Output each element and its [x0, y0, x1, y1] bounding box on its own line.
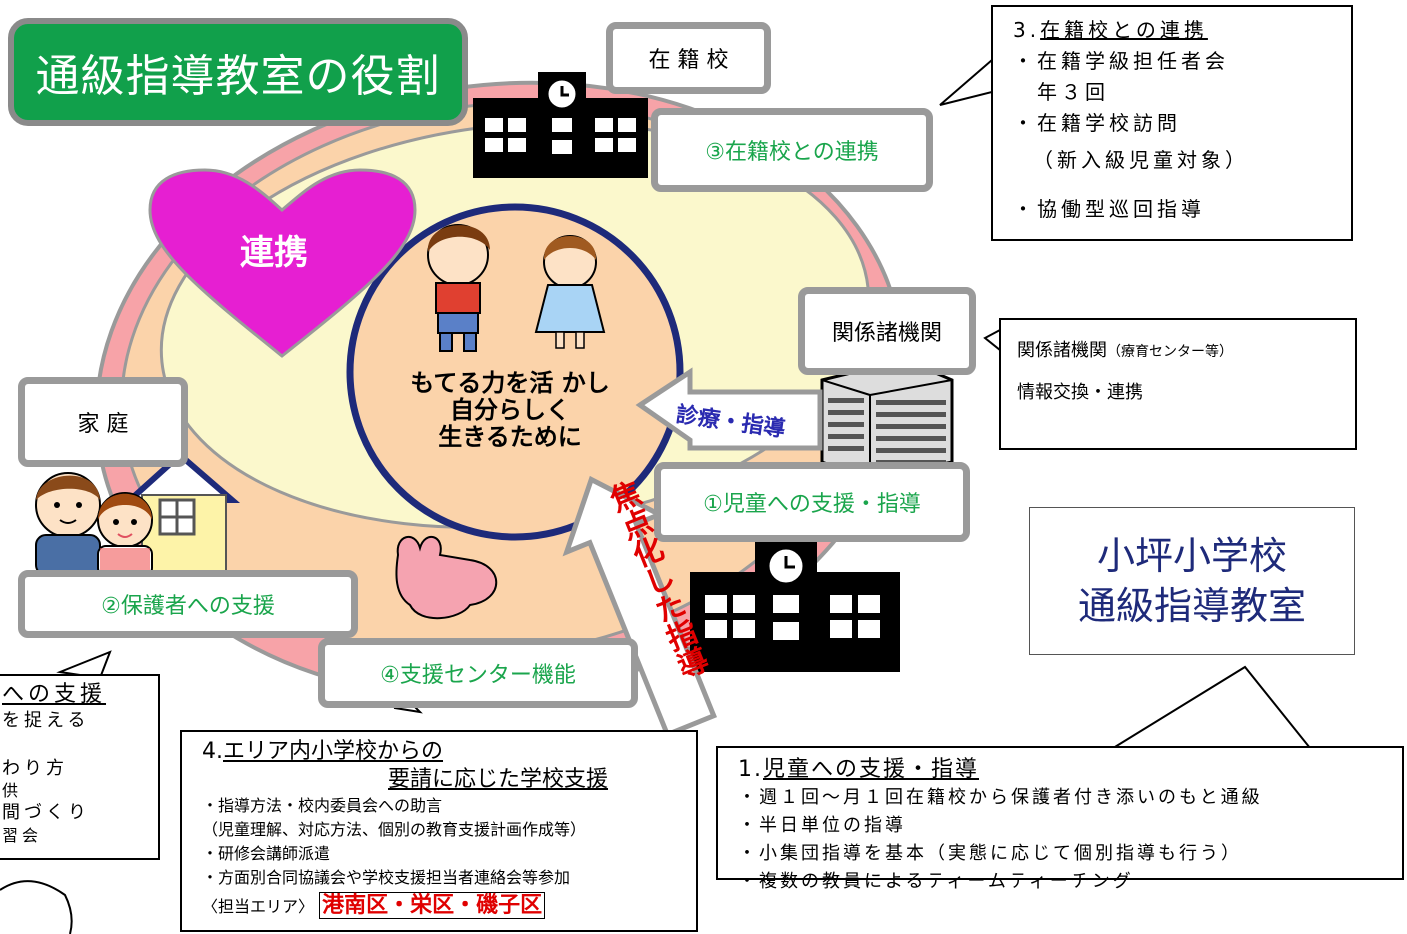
box-4-area-value: 港南区・栄区・磯子区 [319, 892, 546, 919]
center-line-1: もてる力を活 かし [410, 369, 610, 397]
hand-shape [395, 536, 498, 620]
box-1-item: ・半日単位の指導 [738, 815, 906, 836]
box-4-item: ・方面別合同協議会や学校支援担当者連絡会等参加 [202, 868, 571, 887]
box-1-heading-num: 1. [738, 757, 763, 782]
box-2-item: を捉える [2, 710, 90, 731]
label-home: 家 庭 [18, 377, 188, 467]
box-2-item: 間づくり [2, 802, 90, 823]
children-figures [427, 224, 606, 352]
box-4-area-label: 〈担当エリア〉 [202, 897, 315, 916]
bubble-tail-3 [939, 57, 993, 106]
box-4-item: ・研修会講師派遣 [202, 844, 331, 863]
house [122, 450, 241, 576]
center-circle [346, 203, 684, 541]
box-kikan-heading: 関係諸機関（療育センター等） [1017, 336, 1355, 362]
role-1-text: ①児童への支援・指導 [703, 492, 921, 517]
label-school: 在 籍 校 [606, 22, 771, 94]
box-3-heading-num: 3. [1013, 18, 1041, 42]
box-4-item: ・指導方法・校内委員会への助言 [202, 796, 443, 815]
parents-figures [35, 472, 153, 577]
school-name-box: 小坪小学校 通級指導教室 [1029, 507, 1355, 655]
center-message: もてる力を活 かし 自分らしく 生きるために [385, 370, 635, 451]
bubble-tail-kikan [983, 328, 1001, 353]
box-kikan-heading-sub: （療育センター等） [1107, 344, 1233, 360]
role-2-text: ②保護者への支援 [101, 594, 275, 619]
box-1-item: ・複数の教員によるティームティーチング [738, 871, 1134, 892]
label-home-text: 家 庭 [77, 412, 129, 437]
box-2-item: 供 [2, 781, 23, 800]
role-3-label: ③在籍校との連携 [651, 108, 933, 192]
box-3-item: ・在籍学校訪問 [1013, 111, 1181, 135]
box-1-heading: 1.児童への支援・指導 [738, 756, 1402, 784]
center-line-3: 生きるために [438, 423, 582, 451]
box-2-partial: への支援 を捉える わり方 供 間づくり 習会 [0, 674, 160, 860]
school-building-top [473, 72, 648, 178]
school-name-line-2: 通級指導教室 [1077, 584, 1306, 628]
box-3-item: （新入級児童対象） [1033, 148, 1249, 172]
box-4-heading-text-1: エリア内小学校からの [223, 739, 444, 764]
role-4-label: ④支援センター機能 [318, 638, 638, 708]
box-kikan-body: 情報交換・連携 [1017, 382, 1143, 403]
role-2-label: ②保護者への支援 [18, 570, 358, 638]
label-kikan-text: 関係諸機関 [831, 321, 942, 346]
box-4-heading-num: 4. [202, 739, 223, 764]
box-2-item: 習会 [2, 826, 43, 845]
box-4-heading-2: 要請に応じた学校支援 [388, 767, 609, 792]
cloud-bubble-fragment [0, 880, 73, 934]
page-title: 通級指導教室の役割 [8, 18, 468, 126]
box-kikan-heading-text: 関係諸機関 [1017, 340, 1107, 361]
box-3-item: ・在籍学級担任者会 [1013, 49, 1229, 73]
label-kikan: 関係諸機関 [798, 287, 976, 375]
box-4-item: （児童理解、対応方法、個別の教育支援計画作成等） [202, 820, 587, 839]
school-building-bottom [690, 540, 900, 672]
role-1-label: ①児童への支援・指導 [654, 462, 970, 542]
box-1-item: ・小集団指導を基本（実態に応じて個別指導も行う） [738, 843, 1242, 864]
box-4-area: 〈担当エリア〉 港南区・栄区・磯子区 [202, 892, 696, 919]
box-1-shido: 1.児童への支援・指導 ・週１回～月１回在籍校から保護者付き添いのもと通級 ・半… [716, 746, 1404, 892]
shinryo-arrow [635, 367, 823, 451]
center-line-2: 自分らしく [450, 396, 570, 424]
box-1-item: ・週１回～月１回在籍校から保護者付き添いのもと通級 [738, 787, 1263, 808]
box-3-renkei: 3.在籍校との連携 ・在籍学級担任者会 年３回 ・在籍学校訪問 （新入級児童対象… [991, 5, 1353, 241]
role-4-text: ④支援センター機能 [380, 663, 576, 688]
box-2-heading: への支援 [2, 682, 107, 707]
heart-shape [148, 168, 417, 358]
box-3-item: 年３回 [1037, 80, 1109, 104]
label-school-text: 在 籍 校 [648, 48, 729, 73]
box-3-heading: 3.在籍校との連携 [1013, 15, 1351, 46]
box-kikan: 関係諸機関（療育センター等） 情報交換・連携 [999, 318, 1357, 450]
box-4-heading-1: 4.エリア内小学校からの [202, 738, 696, 766]
box-4-center: 4.エリア内小学校からの 要請に応じた学校支援 ・指導方法・校内委員会への助言 … [180, 730, 698, 932]
box-3-heading-text: 在籍校との連携 [1040, 18, 1208, 42]
school-name-line-1: 小坪小学校 [1096, 534, 1287, 578]
heart-label: 連携 [240, 233, 308, 273]
bubble-tail-1 [1106, 665, 1313, 752]
role-3-text: ③在籍校との連携 [705, 140, 879, 165]
box-2-item: わり方 [2, 758, 68, 779]
office-building [820, 358, 954, 482]
box-3-item: ・協働型巡回指導 [1013, 197, 1205, 221]
box-1-heading-text: 児童への支援・指導 [763, 757, 980, 782]
